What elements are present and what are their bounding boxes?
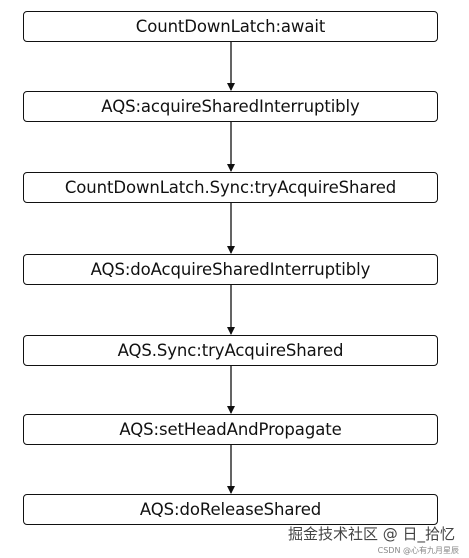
flow-step-aqs-acquiresharedinterruptibly: AQS:acquireSharedInterruptibly (23, 91, 438, 122)
flow-step-label: CountDownLatch:await (135, 17, 326, 36)
flow-step-label: AQS:doAcquireSharedInterruptibly (90, 260, 371, 279)
flow-step-countdownlatch-await: CountDownLatch:await (23, 11, 438, 42)
flow-step-sync-tryacquireshared: CountDownLatch.Sync:tryAcquireShared (23, 172, 438, 203)
flow-step-label: CountDownLatch.Sync:tryAcquireShared (64, 178, 397, 197)
flow-step-label: AQS:acquireSharedInterruptibly (101, 97, 360, 116)
flow-step-aqs-sync-tryacquireshared: AQS.Sync:tryAcquireShared (23, 335, 438, 366)
flow-step-label: AQS:doReleaseShared (139, 500, 322, 519)
flow-step-aqs-setheadandpropagate: AQS:setHeadAndPropagate (23, 414, 438, 445)
flow-step-label: AQS:setHeadAndPropagate (119, 420, 342, 439)
flow-step-aqs-doreleaseshared: AQS:doReleaseShared (23, 494, 438, 525)
watermark: 掘金技术社区 @ 日_拾忆 (287, 525, 455, 543)
flow-step-label: AQS.Sync:tryAcquireShared (117, 341, 344, 360)
flow-step-aqs-doacquiresharedinterruptibly: AQS:doAcquireSharedInterruptibly (23, 254, 438, 285)
watermark-sub: CSDN @心有九月星辰 (377, 546, 459, 555)
